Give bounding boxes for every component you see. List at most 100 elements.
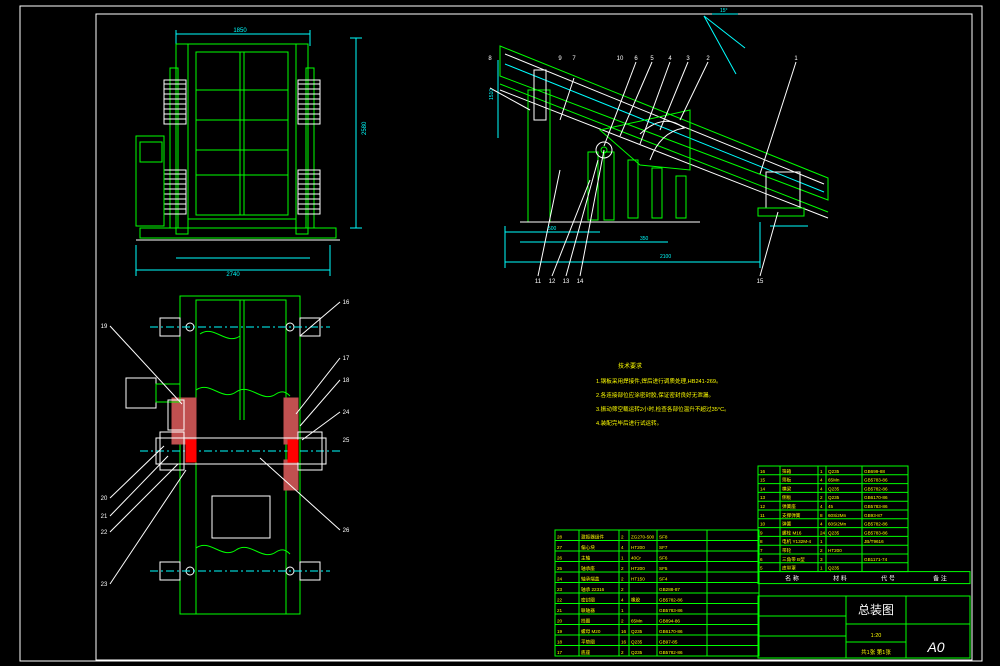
bom-header-remark: 备 注	[933, 575, 947, 583]
bom-cell-qty: 3	[820, 557, 823, 562]
bom-cell-code: GB5783-86	[864, 478, 888, 483]
callout-5: 5	[650, 56, 654, 62]
screen-box-front	[187, 43, 297, 220]
bom-cell-no: 10	[760, 522, 766, 527]
bom-cell-code: GB5782-86	[864, 522, 888, 527]
bom-cell-code: GB5783-86	[864, 530, 888, 535]
bom-cell-material: HT200	[828, 548, 842, 553]
bom-cell-name: 横梁	[782, 485, 792, 492]
bom-cell-name: 平垫圈	[581, 639, 595, 646]
dim-side-height: 1510	[489, 89, 495, 100]
bom-header-material: 材 料	[833, 575, 847, 583]
bom-cell-qty: 2	[621, 566, 624, 571]
bom-cell-qty: 8	[820, 513, 823, 518]
callout-10: 10	[617, 56, 624, 62]
note-1: 1.钢板采用焊接件,焊后进行调质处理,HB241-269。	[596, 377, 722, 385]
bom-cell-name: 密封圈	[581, 597, 595, 604]
bom-cell-no: 8	[760, 539, 763, 544]
callout-19: 19	[101, 324, 108, 330]
bom-cell-name: 三角带 B型	[782, 556, 805, 563]
dim-overall-width: 2740	[226, 272, 240, 278]
bom-cell-qty: 2	[621, 535, 624, 540]
bom-cell-no: 14	[760, 486, 766, 491]
bom-cell-material: 65Mn	[631, 619, 643, 624]
callout-7: 7	[572, 56, 576, 62]
motor-front	[135, 135, 165, 227]
bom-cell-name: 螺栓 M16	[782, 529, 802, 536]
bom-cell-material: 60Si2Mn	[828, 522, 847, 527]
bom-cell-no: 13	[760, 495, 766, 500]
plan-view	[109, 295, 341, 615]
bom-cell-material: 65Mn	[828, 478, 840, 483]
bom-cell-code: SF5	[659, 566, 668, 571]
notes-title: 技术要求	[618, 362, 642, 370]
bom-cell-name: 弹簧	[782, 521, 792, 528]
dim-side-c: 2100	[660, 254, 671, 260]
bom-cell-qty: 4	[820, 504, 823, 509]
bom-cell-name: 带轮	[782, 547, 792, 554]
callout-14: 14	[577, 279, 584, 285]
bom-cell-qty: 4	[621, 598, 624, 603]
bom-cell-material: Q235	[828, 469, 840, 474]
bom-cell-code: GB5782-86	[659, 650, 683, 655]
note-3: 3.振动筛空载运转2小时,检查各部位温升不超过35°C。	[596, 405, 730, 413]
callout-1: 1	[794, 56, 798, 62]
bom-header-name: 名 称	[785, 575, 799, 583]
bom-cell-material: HT150	[631, 577, 645, 582]
bom-cell-material: Q235	[828, 495, 840, 500]
technical-notes: 技术要求 1.钢板采用焊接件,焊后进行调质处理,HB241-269。 2.各连接…	[596, 362, 730, 427]
bom-cell-name: 轴承端盖	[581, 576, 600, 583]
bom-cell-no: 12	[760, 504, 766, 509]
callout-4: 4	[668, 56, 672, 62]
bom-cell-material: Q235	[631, 640, 643, 645]
break-line-1	[195, 387, 291, 397]
bom-cell-name: 螺母 M20	[581, 628, 601, 635]
bom-cell-material: Q235	[631, 629, 643, 634]
title-block: 总装图 A0 1:20 共1张 第1张	[757, 595, 971, 659]
callout-20: 20	[101, 496, 108, 502]
bom-cell-name: 筛箱	[782, 468, 792, 475]
bom-cell-no: 11	[760, 513, 765, 518]
bom-cell-qty: 16	[621, 629, 627, 634]
bom-cell-qty: 2	[820, 548, 823, 553]
bom-cell-no: 9	[760, 530, 763, 535]
bom-cell-material: HT200	[631, 566, 645, 571]
scale: 1:20	[871, 633, 882, 639]
note-2: 2.各连接部位应涂密封胶,保证密封良好无泄漏。	[596, 391, 714, 399]
bom-cell-name: 皮带罩	[782, 565, 796, 572]
bom-cell-material: 橡胶	[631, 597, 641, 604]
bom-cell-name: 支撑弹簧	[782, 512, 801, 519]
bom-cell-code: SF8	[659, 535, 668, 540]
callout-18: 18	[343, 378, 350, 384]
left-column	[527, 89, 551, 223]
callout-8: 8	[488, 56, 492, 62]
bom-cell-code: GB894-86	[659, 619, 680, 624]
bom-cell-no: 7	[760, 548, 763, 553]
callout-16: 16	[343, 300, 350, 306]
bom-cell-name: 激振器组件	[581, 534, 604, 541]
outer-frame	[19, 5, 983, 662]
bom-cell-no: 6	[760, 557, 763, 562]
motor-plan	[125, 377, 157, 409]
discharge-opening	[211, 495, 271, 539]
bom-cell-no: 5	[760, 566, 763, 571]
callout-6: 6	[634, 56, 638, 62]
bom-cell-no: 27	[557, 545, 563, 550]
bom-cell-code: GB93-87	[864, 513, 883, 518]
bom-cell-qty: 1	[820, 566, 823, 571]
front-view	[135, 30, 362, 276]
bom-cell-no: 24	[557, 577, 563, 582]
bom-cell-no: 19	[557, 629, 563, 634]
bom-cell-no: 17	[557, 650, 563, 655]
dim-height: 2580	[362, 121, 368, 135]
bom-cell-code: GB1171-74	[864, 557, 888, 562]
bom-cell-code: GB97-85	[659, 640, 678, 645]
callout-22: 22	[101, 530, 108, 536]
bom-cell-no: 23	[557, 587, 563, 592]
drawing-title: 总装图	[858, 603, 894, 617]
bom-cell-name: 底座	[581, 649, 591, 656]
bom-cell-qty: 4	[621, 545, 624, 550]
